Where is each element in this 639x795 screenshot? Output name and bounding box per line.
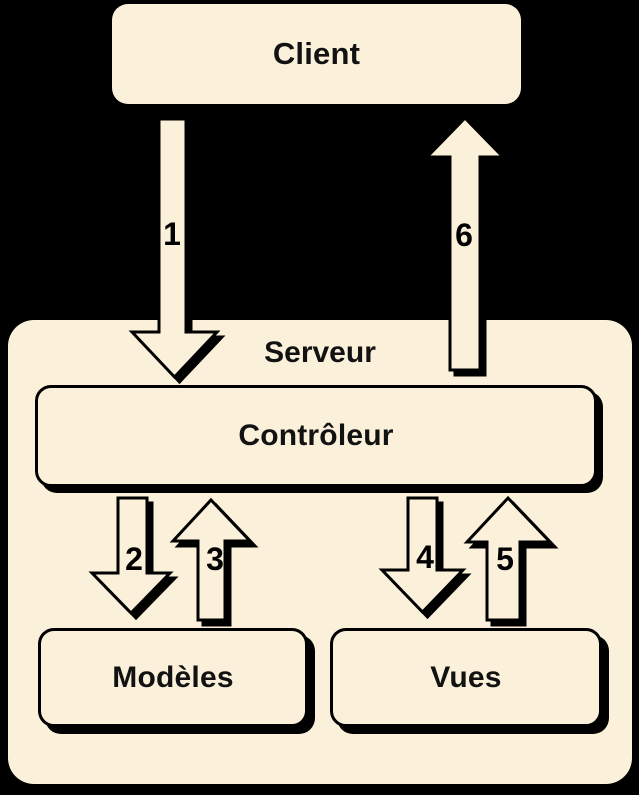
down-arrow-icon <box>88 496 174 616</box>
arrow-6-label: 6 <box>455 217 473 253</box>
client-label: Client <box>272 36 361 71</box>
modeles-label: Modèles <box>112 660 234 694</box>
arrow-3-label: 3 <box>206 541 224 577</box>
up-arrow-icon <box>169 497 254 622</box>
client-box: Client <box>112 4 521 104</box>
arrow-6 <box>423 115 507 372</box>
down-arrow-icon <box>378 496 467 615</box>
arrow-5 <box>463 495 554 622</box>
arrow-2-label: 2 <box>125 541 143 577</box>
controleur-label: Contrôleur <box>238 419 394 452</box>
arrow-1-label: 1 <box>163 216 181 252</box>
arrow-1 <box>128 117 221 380</box>
modeles-box: Modèles <box>38 628 308 727</box>
down-arrow-icon <box>128 117 221 380</box>
vues-label: Vues <box>430 660 502 694</box>
up-arrow-icon <box>423 115 507 372</box>
arrow-4-label: 4 <box>416 539 434 575</box>
arrow-5-label: 5 <box>496 541 514 577</box>
arrow-4 <box>378 496 467 615</box>
arrow-3 <box>169 497 254 622</box>
serveur-label: Serveur <box>264 336 376 369</box>
up-arrow-icon <box>463 495 554 622</box>
vues-box: Vues <box>330 628 602 727</box>
arrow-2 <box>88 496 174 616</box>
controleur-box: Contrôleur <box>35 385 597 487</box>
